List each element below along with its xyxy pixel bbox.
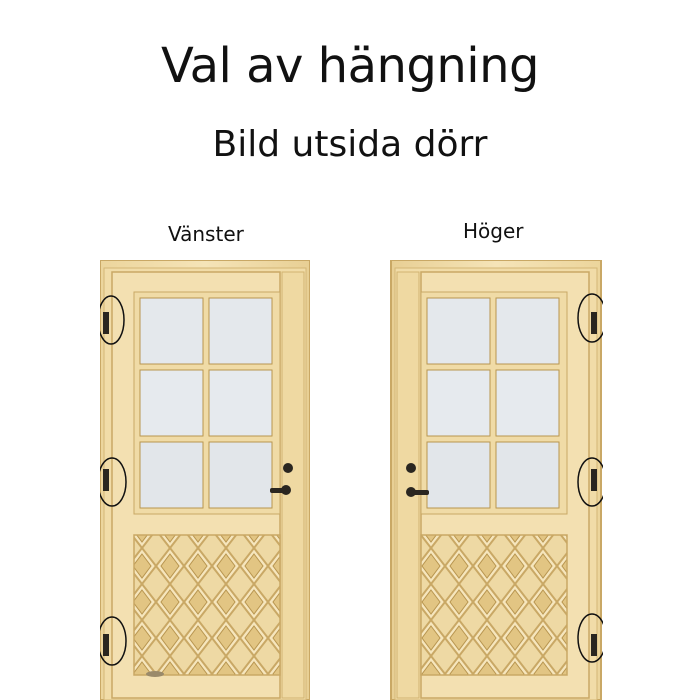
door-label-left: Vänster (168, 222, 244, 246)
hinge-marker-icon (577, 293, 603, 663)
page-title: Val av hängning (160, 38, 540, 94)
hinge-icon (591, 312, 597, 656)
glass-panes (426, 297, 560, 509)
lower-panel (420, 534, 568, 676)
door-label-right: Höger (463, 219, 524, 243)
hinge-icon (103, 312, 109, 656)
door-left-hinged[interactable] (100, 260, 310, 700)
door-handle-icon (406, 463, 429, 497)
threshold-plate (146, 671, 164, 677)
glass-panes (139, 297, 273, 509)
lower-panel (133, 534, 281, 676)
page-subtitle: Bild utsida dörr (212, 124, 488, 165)
door-handle-icon (270, 463, 293, 495)
door-right-hinged[interactable] (389, 260, 603, 700)
hinge-marker-icon (100, 295, 127, 666)
